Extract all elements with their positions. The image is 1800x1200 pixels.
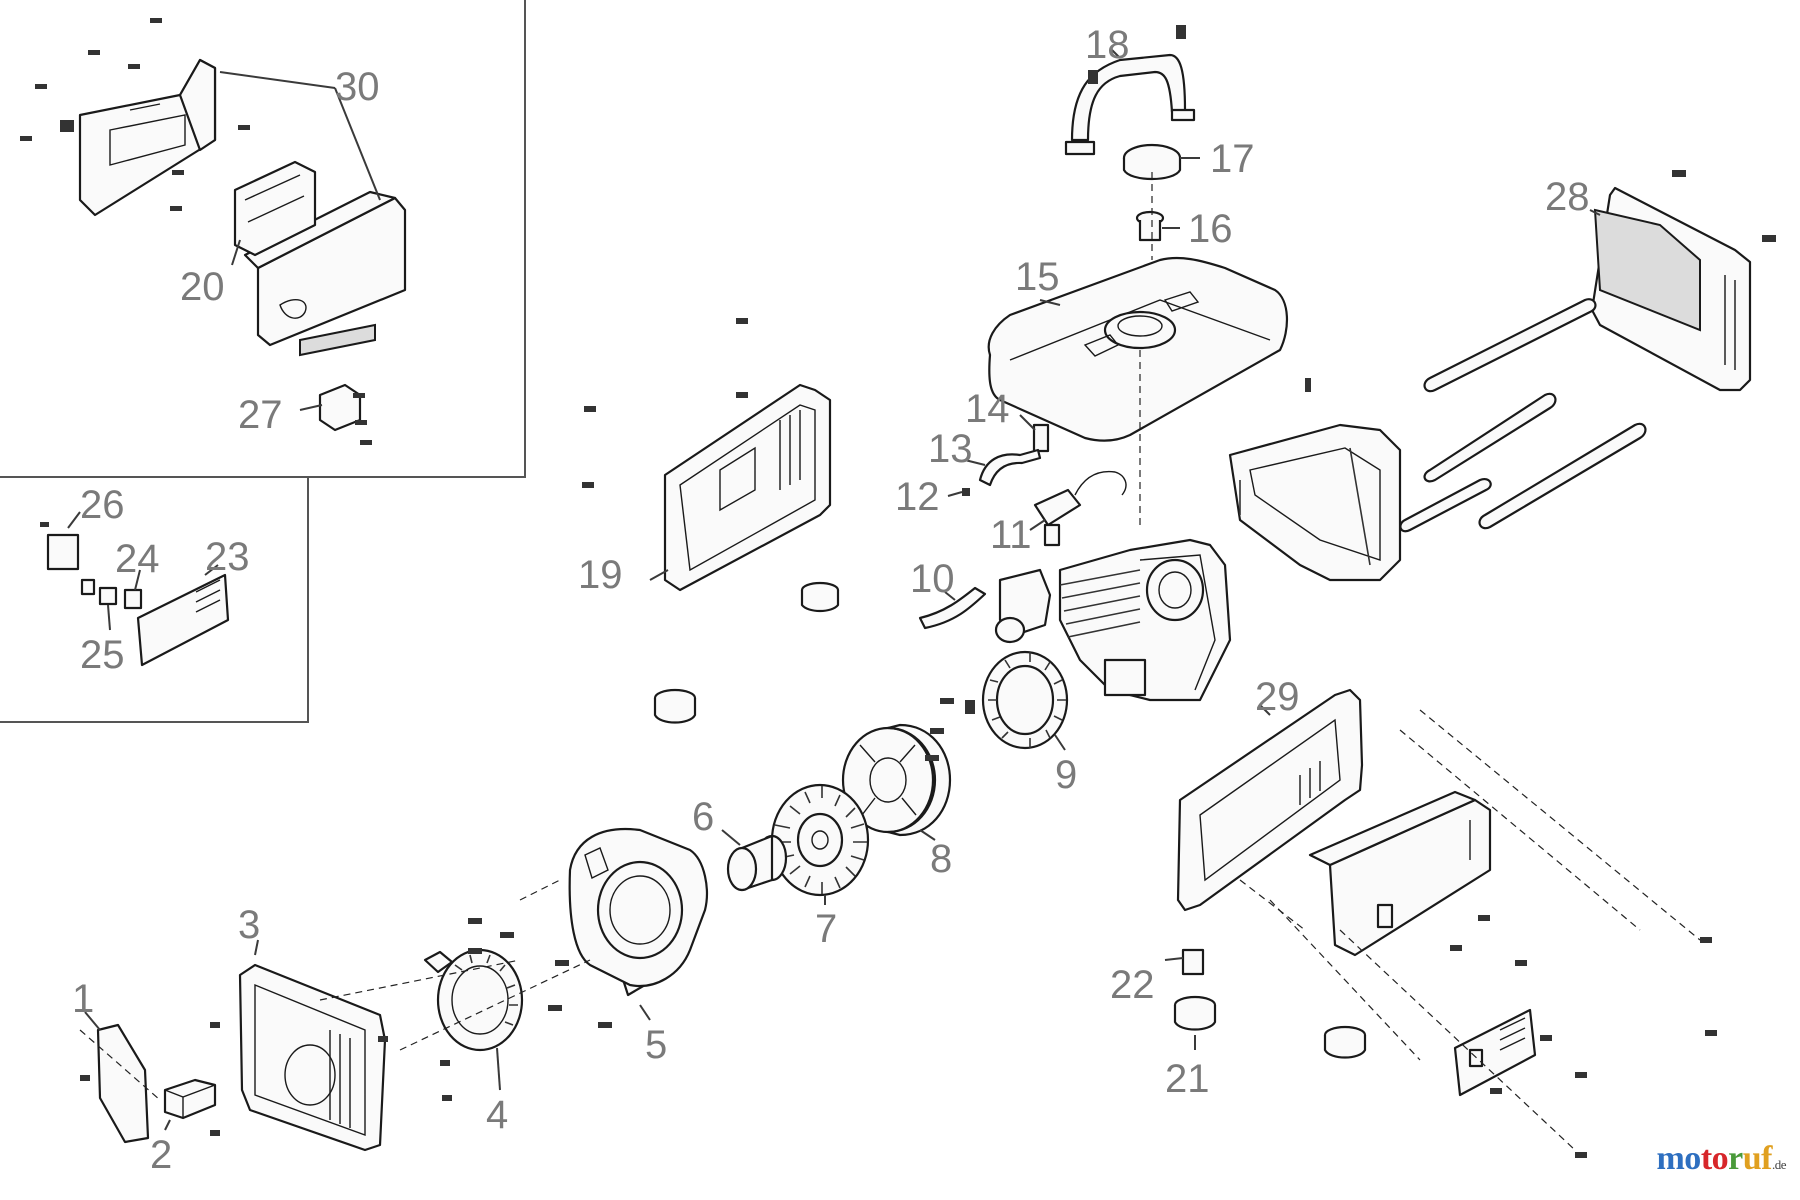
part-22-foot-mount [1164, 948, 1205, 976]
watermark-uf: uf [1742, 1140, 1773, 1177]
part-25-lamp [80, 578, 118, 631]
part-10-breather-hose [918, 586, 987, 630]
part-17-fuel-cap [1122, 143, 1200, 180]
part-9-stator [981, 650, 1069, 751]
screws-main [80, 318, 1717, 1158]
callout-14: 14 [965, 387, 1010, 431]
part-4-recoil-starter [423, 948, 524, 1091]
callout-21: 21 [1165, 1057, 1210, 1101]
part-23-panel [136, 564, 230, 667]
part-7-cooling-fan [770, 783, 870, 905]
frame-tubes [1399, 298, 1647, 533]
callout-11: 11 [990, 513, 1032, 557]
callout-4: 4 [486, 1093, 508, 1137]
assembly-lines [79, 709, 1701, 1151]
rear-shroud [1228, 423, 1402, 582]
callout-19: 19 [578, 553, 623, 597]
callout-3: 3 [238, 903, 260, 947]
part-14-fuel-valve [1019, 414, 1050, 453]
motoruf-watermark-logo: motoruf.de [1656, 1140, 1786, 1178]
part-28-rear-panel [1589, 170, 1776, 392]
watermark-r: r [1728, 1140, 1743, 1177]
callout-26: 26 [80, 483, 125, 527]
inverter-module [1308, 790, 1492, 957]
part-3-front-frame [238, 939, 387, 1152]
inset-frame-lower [0, 476, 309, 723]
rubber-feet [653, 581, 1367, 1059]
callout-6: 6 [692, 795, 714, 839]
part-19-side-panel [649, 383, 832, 592]
callout-22: 22 [1110, 963, 1155, 1007]
callout-24: 24 [115, 537, 160, 581]
part-13-fuel-hose [964, 448, 1042, 487]
part-16-fuel-strainer [1135, 210, 1180, 242]
callout-29: 29 [1255, 675, 1300, 719]
callout-17: 17 [1210, 137, 1255, 181]
callout-12: 12 [895, 475, 940, 519]
part-6-sleeve [721, 829, 788, 892]
part-11-ignition-coil [1029, 470, 1127, 547]
callout-30: 30 [335, 65, 380, 109]
part-21-foot [1173, 995, 1217, 1050]
part-27-outlet [299, 323, 376, 432]
part-18-handle [1064, 25, 1196, 156]
part-29-front-panel [1176, 688, 1364, 912]
callout-5: 5 [645, 1023, 667, 1067]
callout-10: 10 [910, 557, 955, 601]
callout-20: 20 [180, 265, 225, 309]
watermark-to: to [1700, 1140, 1729, 1177]
part-12-hose-clip [947, 488, 970, 497]
fan-cover [568, 827, 708, 988]
screws-inset-upper [20, 18, 372, 445]
callout-28: 28 [1545, 175, 1590, 219]
callout-18: 18 [1085, 23, 1130, 67]
callout-27: 27 [238, 393, 283, 437]
callout-9: 9 [1055, 753, 1077, 797]
callout-15: 15 [1015, 255, 1060, 299]
callout-16: 16 [1188, 207, 1233, 251]
callout-1: 1 [72, 977, 94, 1021]
part-15-fuel-tank [987, 172, 1289, 530]
engine-block [994, 538, 1232, 702]
part-24-switch [123, 569, 143, 610]
callout-labels: 1 2 3 4 5 6 7 8 9 10 11 12 13 14 15 16 1… [72, 23, 1590, 1177]
part-30-inverter-housing [78, 58, 407, 347]
part-2-air-filter [163, 1078, 217, 1131]
callout-13: 13 [928, 427, 973, 471]
outlet-panel [1453, 1008, 1537, 1097]
part-1-filter-cover [84, 1011, 150, 1144]
part-20-control-module [231, 160, 317, 266]
callout-23: 23 [205, 535, 250, 579]
callout-8: 8 [930, 837, 952, 881]
watermark-mo: mo [1656, 1140, 1701, 1177]
callout-2: 2 [150, 1133, 172, 1177]
watermark-tld: .de [1771, 1157, 1787, 1172]
callout-25: 25 [80, 633, 125, 677]
part-26-cover [40, 511, 81, 571]
callout-7: 7 [815, 907, 837, 951]
